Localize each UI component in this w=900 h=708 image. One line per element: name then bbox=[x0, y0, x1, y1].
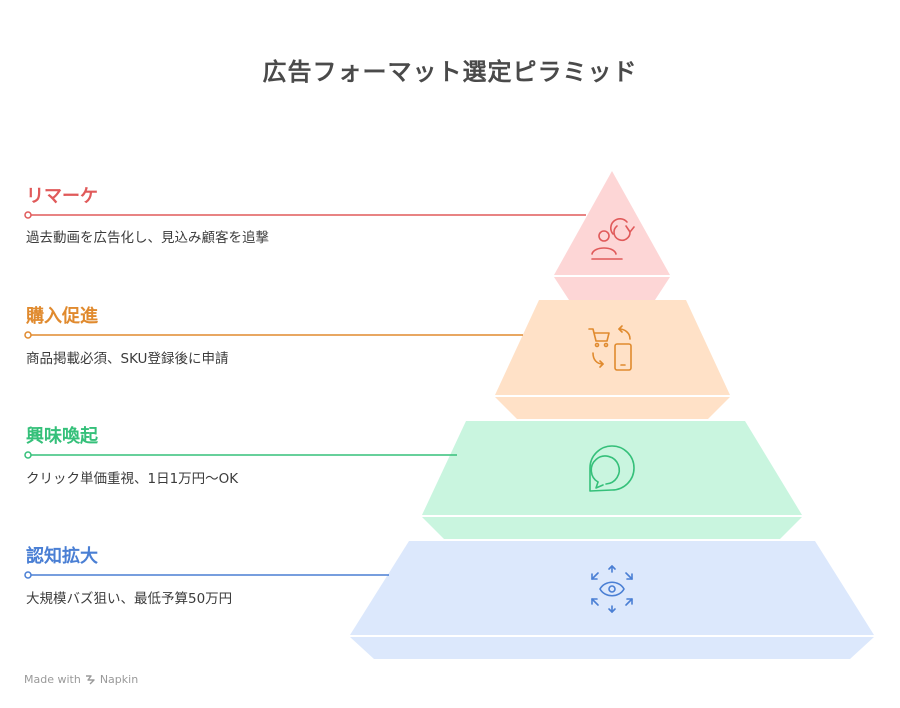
level-shadow-awareness bbox=[350, 637, 874, 659]
chat-bubble-icon bbox=[589, 445, 635, 492]
level-shadow-purchase bbox=[495, 397, 730, 419]
connector-dot-interest bbox=[24, 451, 32, 459]
pyramid-level-awareness bbox=[24, 541, 874, 659]
level-label-remarketing: リマーケ bbox=[26, 186, 98, 207]
napkin-brand-text: Napkin bbox=[99, 673, 139, 686]
level-description-remarketing: 過去動画を広告化し、見込み顧客を追撃 bbox=[26, 230, 269, 246]
eye-focus-icon bbox=[591, 565, 633, 613]
level-label-purchase: 購入促進 bbox=[26, 306, 98, 327]
connector-dot-remarketing bbox=[24, 211, 32, 219]
pyramid-level-purchase bbox=[24, 300, 730, 419]
level-shadow-remarketing bbox=[554, 277, 670, 300]
retargeting-user-icon bbox=[591, 218, 635, 260]
cart-mobile-icon bbox=[588, 325, 632, 371]
page-title: 広告フォーマット選定ピラミッド bbox=[262, 58, 638, 86]
level-label-interest: 興味喚起 bbox=[26, 426, 98, 447]
pyramid-level-remarketing bbox=[24, 171, 670, 300]
level-description-awareness: 大規模バズ狙い、最低予算50万円 bbox=[26, 591, 233, 607]
level-shape-purchase bbox=[495, 300, 730, 395]
pyramid-level-interest bbox=[24, 421, 802, 539]
level-label-awareness: 認知拡大 bbox=[26, 546, 98, 567]
connector-dot-purchase bbox=[24, 331, 32, 339]
level-shape-awareness bbox=[350, 541, 874, 635]
level-description-purchase: 商品掲載必須、SKU登録後に申請 bbox=[26, 351, 229, 367]
napkin-logo-icon bbox=[85, 675, 95, 685]
footer-attribution[interactable]: Made with Napkin bbox=[24, 673, 138, 686]
level-description-interest: クリック単価重視、1日1万円〜OK bbox=[26, 471, 239, 487]
made-with-text: Made with bbox=[24, 673, 81, 686]
level-shadow-interest bbox=[422, 517, 802, 539]
level-shape-interest bbox=[422, 421, 802, 515]
connector-dot-awareness bbox=[24, 571, 32, 579]
